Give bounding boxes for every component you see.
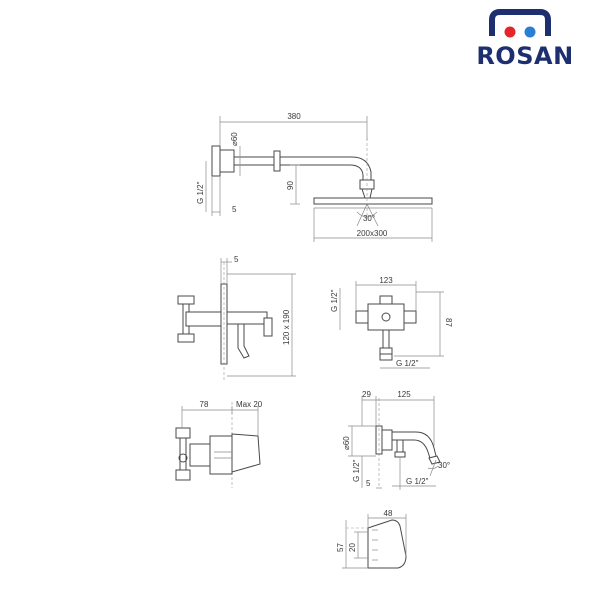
dim-spout-thread-bottom: G 1/2" <box>406 477 429 486</box>
dim-head-size: 200x300 <box>357 229 388 238</box>
dim-valve-height: 87 <box>444 318 453 327</box>
dim-plate-size: 120 x 190 <box>282 309 291 345</box>
dim-valve-thread-left: G 1/2" <box>330 289 339 312</box>
shower-arm-view: 380 ⌀60 G 1/2" 5 90 30° 200x300 <box>196 112 433 242</box>
dim-arm-wall-gap: 5 <box>232 205 237 214</box>
dim-handle-depth: 20 <box>348 543 357 552</box>
dim-arm-drop: 90 <box>286 181 295 190</box>
dim-valve-depth: 78 <box>200 400 209 409</box>
dim-arm-thread: G 1/2" <box>196 181 205 204</box>
dim-arm-angle: 30° <box>363 214 375 223</box>
dim-spout-gap: 5 <box>366 479 371 488</box>
logo-wordmark: ROSAN <box>476 42 573 70</box>
dim-spout-thread-left: G 1/2" <box>352 459 361 482</box>
dim-valve-thread-bottom: G 1/2" <box>396 359 419 368</box>
handle-view: 48 57 20 <box>336 509 407 569</box>
dim-spout-reach: 125 <box>397 390 411 399</box>
dim-arm-length: 380 <box>287 112 301 121</box>
dim-spout-diameter: ⌀60 <box>342 436 351 450</box>
dim-handle-height: 57 <box>336 543 345 552</box>
dim-spout-body: 29 <box>362 390 371 399</box>
valve-front-view: 123 87 G 1/2" G 1/2" <box>330 276 453 369</box>
dim-valve-width: 123 <box>379 276 393 285</box>
mixer-side-view: 5 120 x 190 <box>177 255 296 380</box>
dim-handle-width: 48 <box>384 509 393 518</box>
logo-emblem <box>489 9 551 38</box>
dim-valve-max: Max 20 <box>236 400 263 409</box>
dim-plate-depth: 5 <box>234 255 239 264</box>
rosan-logo: ROSAN <box>476 9 573 70</box>
valve-side-view: 78 Max 20 <box>175 400 263 488</box>
dim-arm-diameter: ⌀60 <box>230 132 239 146</box>
dim-spout-angle: 30° <box>438 461 450 470</box>
spout-view: 29 125 ⌀60 G 1/2" 5 G 1/2" 30° <box>342 390 450 490</box>
